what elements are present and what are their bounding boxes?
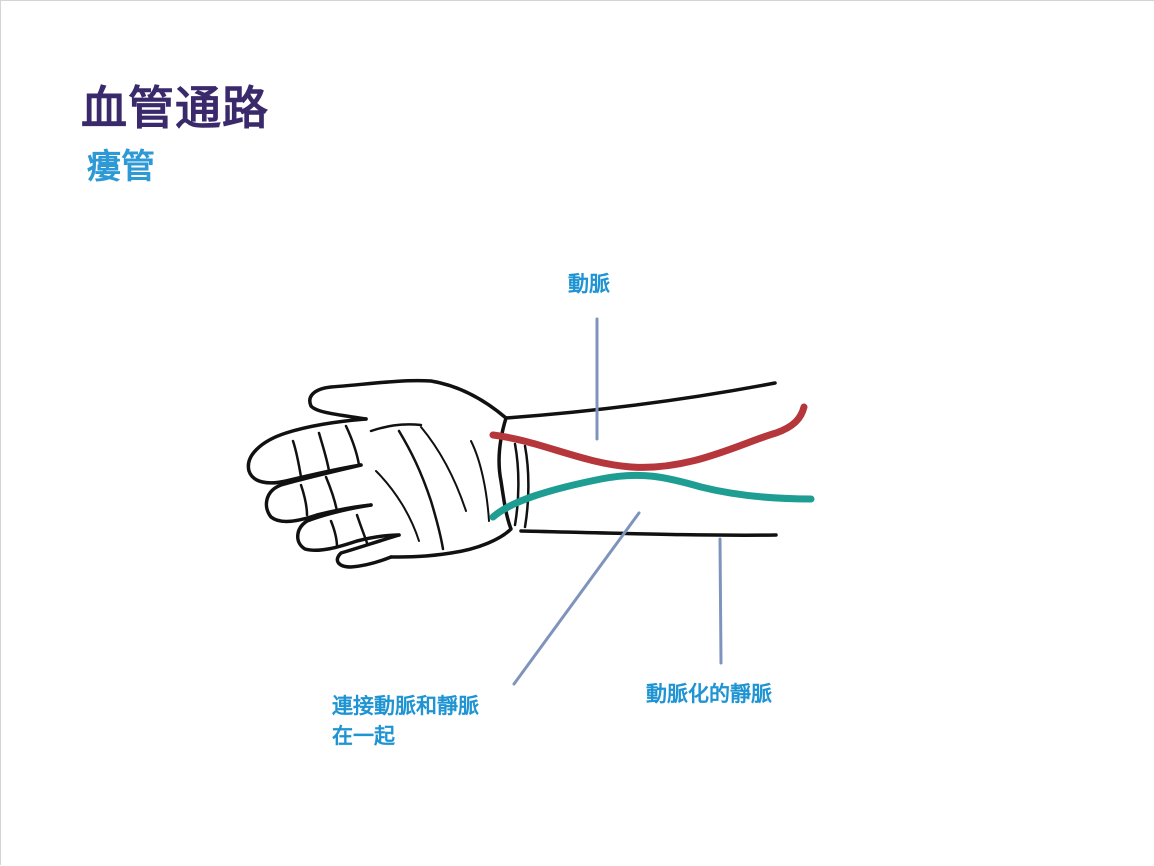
knuckle-line-1 bbox=[344, 424, 361, 467]
knuckle-line-4 bbox=[324, 475, 339, 513]
slide-title: 血管通路 bbox=[81, 81, 269, 135]
pointer-connection bbox=[512, 511, 641, 686]
knuckle-line-7 bbox=[355, 513, 369, 545]
wrist-fold bbox=[470, 440, 490, 522]
pointer-lines bbox=[512, 317, 723, 686]
knuckle-line-3 bbox=[291, 439, 303, 479]
label-connection-line2: 在一起 bbox=[332, 724, 395, 749]
forearm-outline bbox=[504, 381, 778, 537]
finger-middle bbox=[264, 463, 373, 524]
label-artery: 動脈 bbox=[568, 272, 610, 296]
vein-vessel bbox=[489, 471, 815, 521]
finger-ring bbox=[296, 503, 401, 553]
knuckle-line-6 bbox=[329, 519, 339, 549]
finger-index bbox=[246, 417, 368, 485]
forearm-bottom-edge bbox=[519, 529, 778, 537]
wrist-crease-left bbox=[513, 442, 520, 527]
knuckle-line-5 bbox=[299, 483, 309, 517]
palm-fold-4 bbox=[375, 470, 420, 542]
label-arterialized-vein: 動脈化的靜脈 bbox=[646, 682, 772, 706]
finger-little bbox=[335, 533, 401, 569]
back-of-hand bbox=[389, 416, 513, 559]
thumb bbox=[308, 378, 508, 421]
artery-vessel bbox=[489, 403, 808, 471]
palm-fold-1 bbox=[369, 423, 423, 433]
slide-subtitle: 瘻管 bbox=[87, 147, 155, 187]
label-connection-line1: 連接動脈和靜脈 bbox=[332, 694, 479, 718]
palm-fold-2 bbox=[397, 429, 445, 551]
pointer-arterialized-vein bbox=[718, 537, 723, 665]
hand-drawing bbox=[246, 378, 513, 569]
palm-fold-3 bbox=[420, 426, 467, 512]
label-connection: 連接動脈和靜脈 在一起 bbox=[332, 691, 479, 752]
wrist-crease-right bbox=[523, 444, 530, 529]
forearm-top-edge bbox=[504, 381, 777, 420]
knuckle-line-2 bbox=[317, 431, 331, 473]
